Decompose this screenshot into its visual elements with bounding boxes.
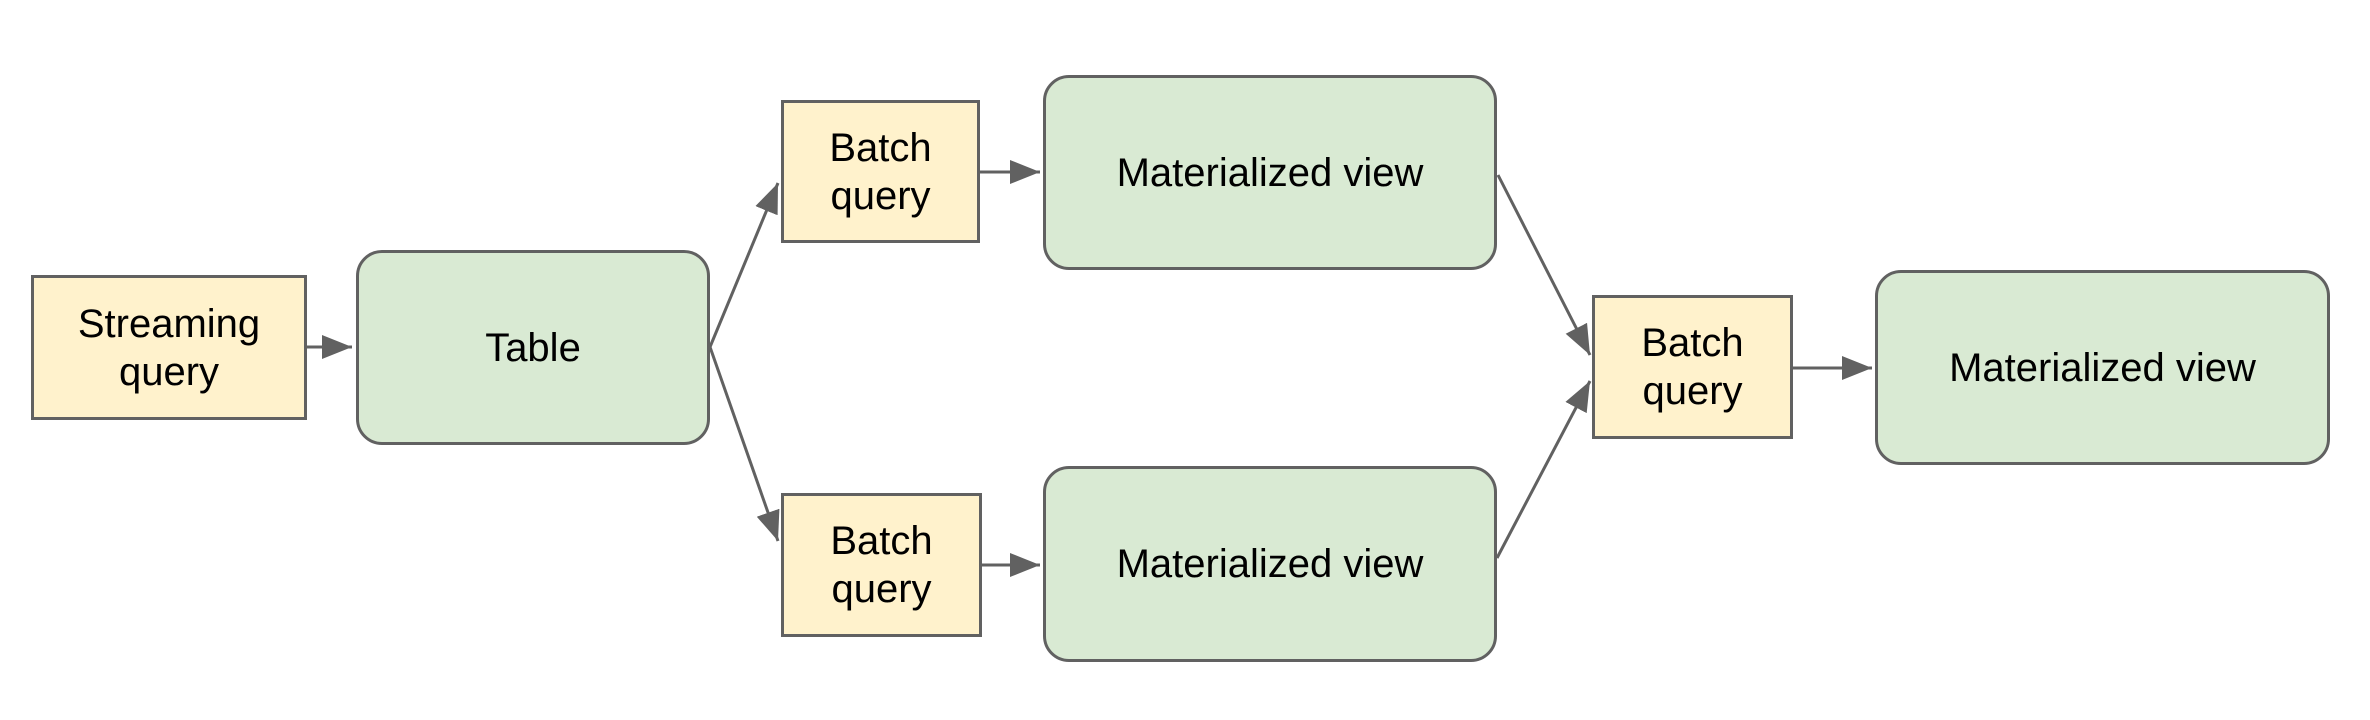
- node-table-label: Table: [485, 325, 581, 370]
- node-materialized-view-top-label: Materialized view: [1116, 150, 1424, 195]
- edge-materialized-view-bottom-to-batch-query-mid: [1495, 380, 1592, 559]
- node-materialized-view-final: Materialized view: [1875, 270, 2330, 465]
- node-streaming-query: Streaming query: [31, 275, 307, 420]
- node-streaming-query-label: Streaming query: [77, 301, 261, 394]
- edge-table-to-batch-query-bottom: [708, 346, 780, 542]
- edge-table-to-batch-query-top: [708, 182, 780, 348]
- node-batch-query-mid-label: Batch query: [1641, 321, 1744, 413]
- node-batch-query-bottom-label: Batch query: [830, 519, 933, 611]
- node-materialized-view-bottom: Materialized view: [1043, 466, 1497, 662]
- node-materialized-view-top: Materialized view: [1043, 75, 1497, 270]
- node-batch-query-top-label: Batch query: [829, 125, 932, 218]
- node-batch-query-mid: Batch query: [1592, 295, 1793, 439]
- node-materialized-view-bottom-label: Materialized view: [1116, 542, 1424, 586]
- node-batch-query-top: Batch query: [781, 100, 980, 243]
- node-batch-query-bottom: Batch query: [781, 493, 982, 637]
- node-materialized-view-final-label: Materialized view: [1949, 345, 2256, 390]
- node-table: Table: [356, 250, 710, 445]
- edge-materialized-view-top-to-batch-query-mid: [1496, 174, 1592, 356]
